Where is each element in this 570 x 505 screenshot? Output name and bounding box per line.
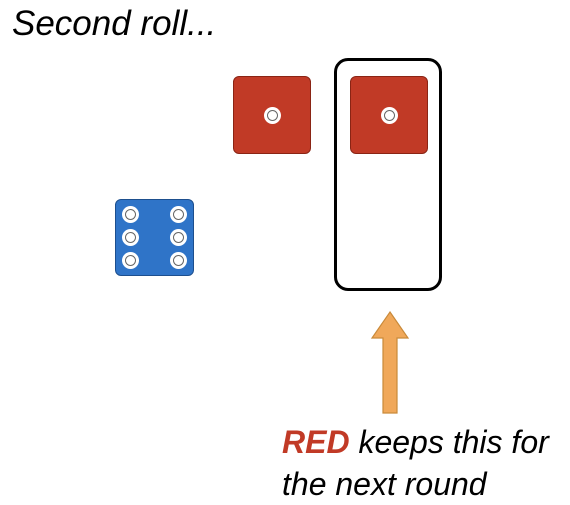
die-pip [264,107,281,124]
die-pip [122,206,139,223]
caption-line2: the next round [282,466,487,502]
caption-highlight: RED [282,424,350,460]
kept-dice-box [334,58,442,291]
die-pip [381,107,398,124]
caption: RED keeps this for the next round [282,421,570,505]
red-die-left [233,76,311,154]
die-pip [170,252,187,269]
die-pip [170,229,187,246]
die-pip [122,252,139,269]
red-die-kept [350,76,428,154]
blue-die [115,199,194,276]
die-pip [122,229,139,246]
slide-title: Second roll... [12,4,217,43]
die-pip [170,206,187,223]
caption-line1-rest: keeps this for [349,424,549,460]
up-arrow-icon [370,310,410,414]
